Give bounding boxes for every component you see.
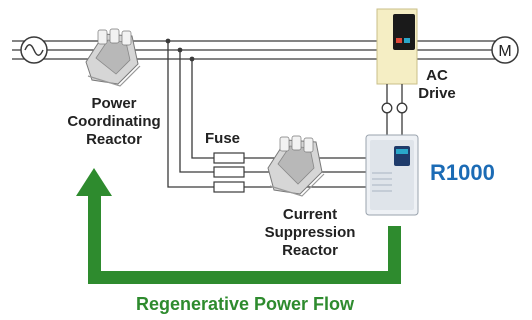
power-label-line3: Reactor bbox=[86, 131, 142, 148]
flow-arrow-icon bbox=[76, 168, 401, 284]
fuse-icon bbox=[213, 152, 245, 193]
power-label-line2: Coordinating bbox=[67, 113, 161, 130]
fuse-label: Fuse bbox=[205, 130, 241, 147]
junction-dots bbox=[165, 38, 195, 62]
current-label-line1: Current bbox=[282, 206, 338, 223]
ac-drive-line1: AC bbox=[426, 67, 448, 84]
branch-lines bbox=[167, 41, 380, 188]
motor-symbol: M bbox=[498, 43, 511, 60]
main-bus-lines bbox=[12, 40, 496, 60]
power-label-line1: Power bbox=[91, 95, 137, 112]
ac-source-icon bbox=[20, 36, 48, 64]
current-label-line3: Reactor bbox=[282, 242, 338, 259]
regenerative-power-flow-label: Regenerative Power Flow bbox=[135, 294, 355, 314]
drive-to-r1000-lines bbox=[381, 84, 408, 135]
motor-icon: M bbox=[491, 36, 519, 64]
r1000-label: R1000 bbox=[430, 160, 495, 185]
power-coordinating-reactor-label: Power Coordinating Reactor bbox=[44, 95, 184, 149]
ac-drive-label: AC Drive bbox=[412, 67, 462, 103]
ac-drive-icon bbox=[376, 8, 418, 85]
current-suppression-reactor-icon bbox=[267, 135, 325, 197]
ac-drive-line2: Drive bbox=[418, 85, 456, 102]
current-suppression-reactor-label: Current Suppression Reactor bbox=[250, 206, 370, 260]
power-coordinating-reactor-icon bbox=[85, 28, 141, 87]
r1000-unit-icon bbox=[365, 134, 419, 216]
current-label-line2: Suppression bbox=[264, 224, 356, 241]
